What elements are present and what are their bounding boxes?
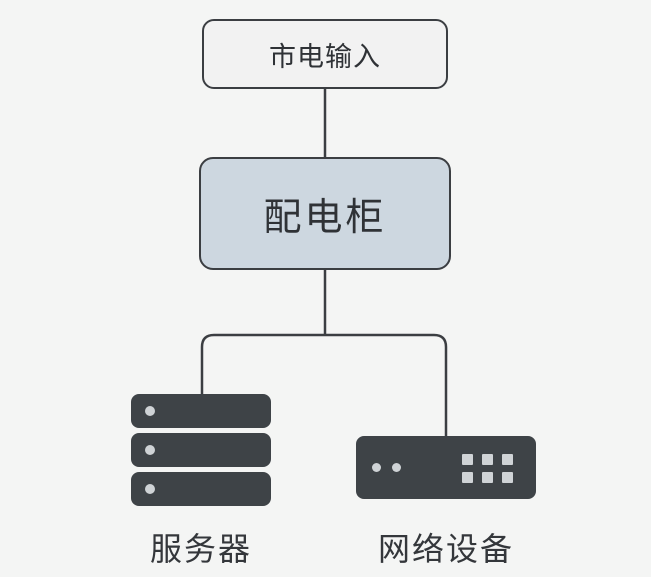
power-input-label: 市电输入 — [269, 41, 381, 73]
power-input-node: 市电输入 — [202, 19, 448, 89]
switch-port — [482, 454, 493, 465]
distribution-cabinet-node: 配电柜 — [199, 157, 451, 270]
switch-port — [462, 454, 473, 465]
network-devices-label: 网络设备 — [377, 530, 514, 568]
switch-port — [502, 454, 513, 465]
server-led — [145, 484, 155, 494]
server-unit — [131, 433, 271, 467]
switch-led — [392, 463, 401, 472]
switch-port — [482, 472, 493, 483]
switch-port — [502, 472, 513, 483]
server-unit — [131, 472, 271, 506]
edge-cabinet-to-network — [325, 333, 448, 436]
server-led — [145, 406, 155, 416]
network-switch-icon — [356, 436, 536, 499]
switch-led — [372, 463, 381, 472]
server-led — [145, 445, 155, 455]
switch-port — [462, 472, 473, 483]
server-rack-icon — [131, 394, 271, 511]
distribution-cabinet-label: 配电柜 — [263, 195, 387, 239]
server-unit — [131, 394, 271, 428]
servers-label: 服务器 — [149, 530, 252, 568]
edge-cabinet-to-servers — [200, 333, 325, 394]
